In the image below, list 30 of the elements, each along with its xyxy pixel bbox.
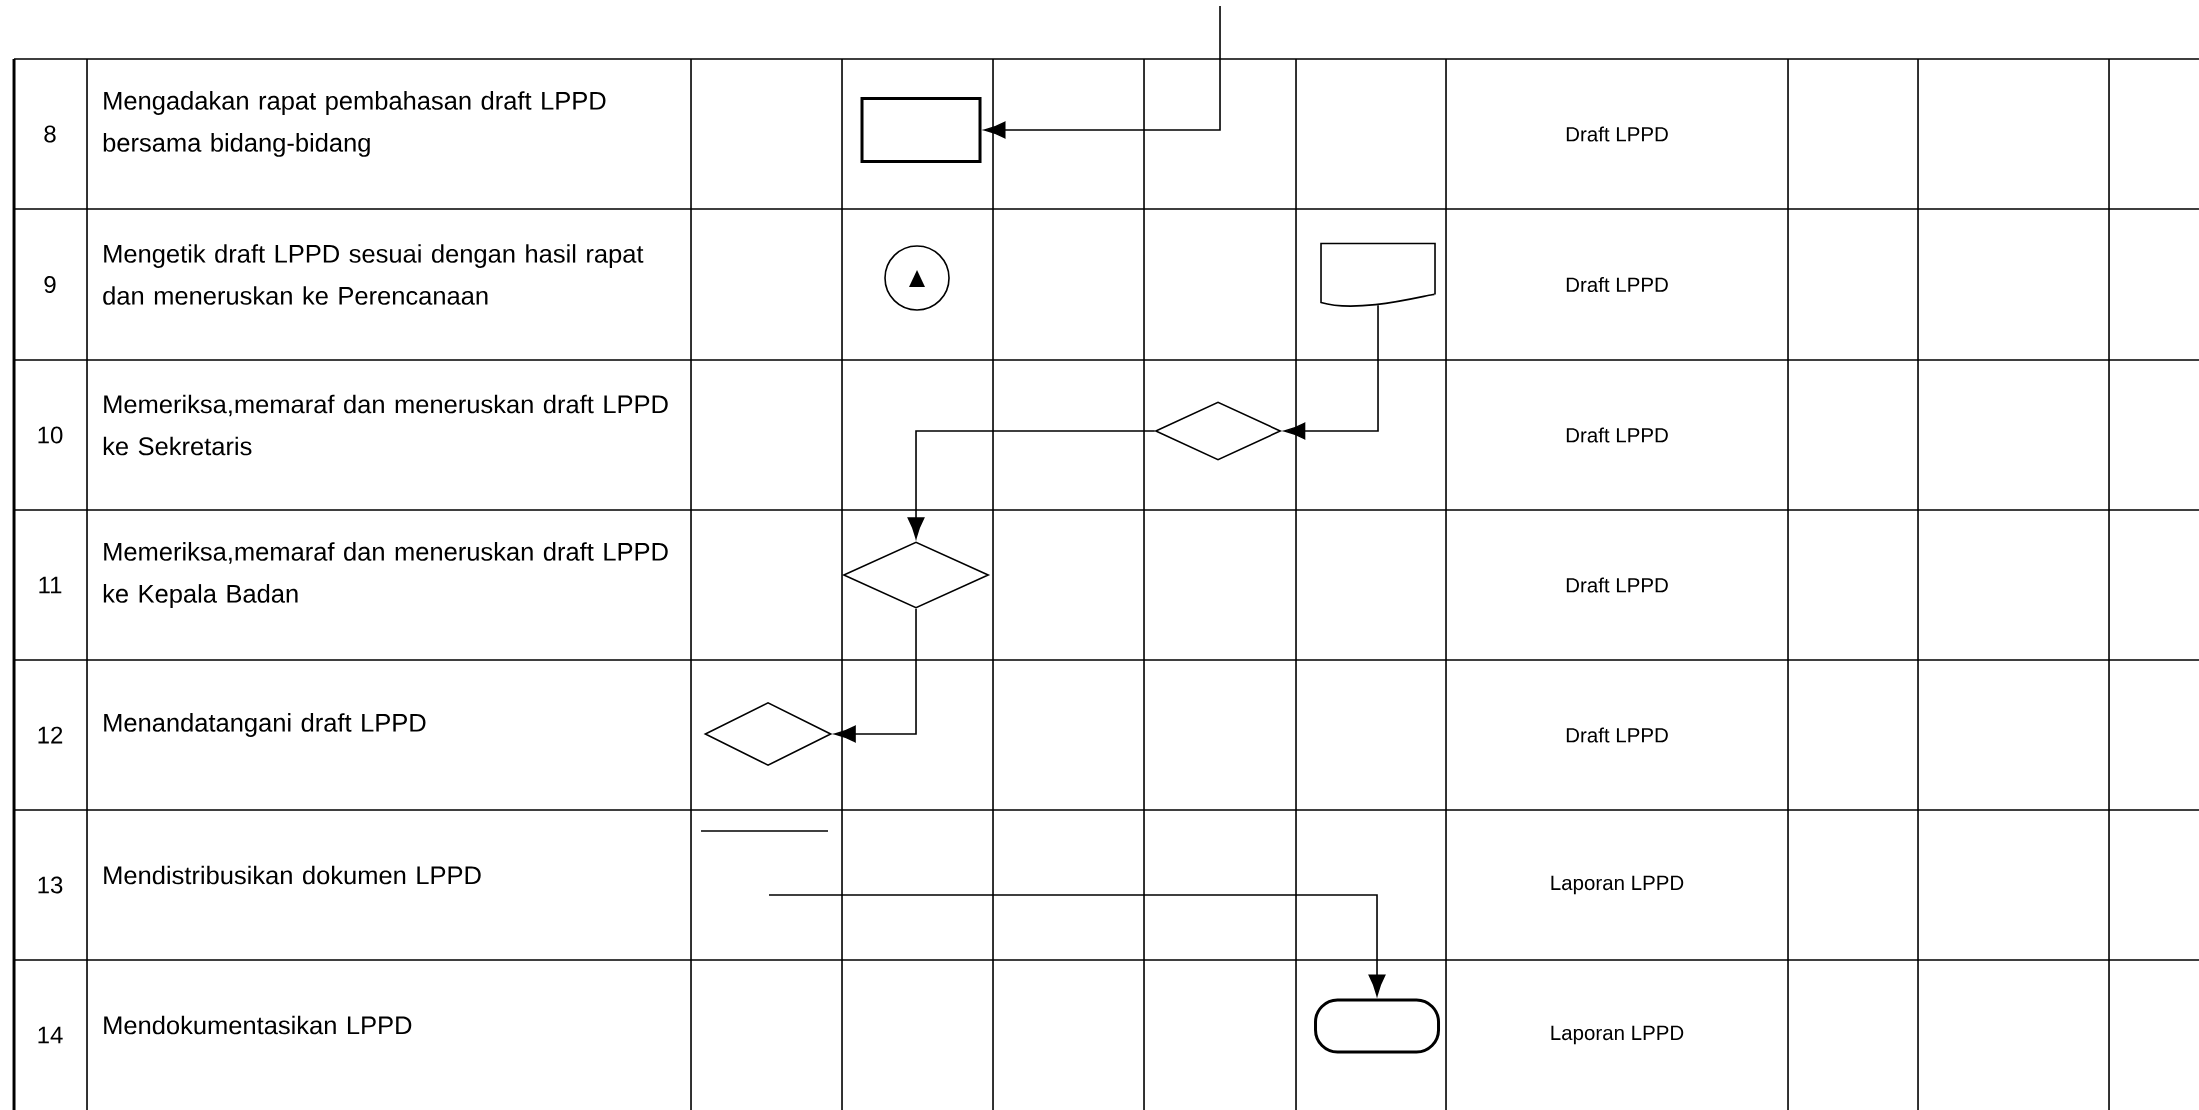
process-box — [860, 97, 982, 163]
step-description: Mengadakan rapat pembahasan draft LPPD bersama bidang-bidang — [103, 91, 606, 157]
step-description: Mengetik draft LPPD sesuai dengan hasil rapat dan meneruskan ke Perencanaan — [103, 244, 644, 305]
document-name: Draft LPPD — [1566, 577, 1668, 593]
document-name: Draft LPPD — [1566, 727, 1668, 743]
row-number: 9 — [44, 276, 56, 293]
arrow — [768, 894, 1386, 996]
document-name: Laporan LPPD — [1551, 1025, 1684, 1045]
step-description: Menandatangani draft LPPD — [104, 713, 426, 737]
step-description: Mendokumentasikan LPPD — [104, 1015, 412, 1035]
arrow — [907, 430, 1156, 539]
document-name: Draft LPPD — [1566, 427, 1668, 443]
terminator-shape — [1314, 998, 1440, 1054]
arrow — [984, 5, 1221, 139]
step-description: Memeriksa,memaraf dan meneruskan draft LPPD ke Kepala Badan — [103, 542, 668, 608]
step-description: Memeriksa,memaraf dan meneruskan draft LPPD ke Sekretaris — [103, 394, 668, 456]
row-number: 13 — [38, 876, 63, 894]
document-name: Draft LPPD — [1566, 277, 1668, 292]
document-name: Draft LPPD — [1566, 126, 1668, 142]
arrow — [834, 608, 917, 743]
row-number: 12 — [38, 726, 63, 744]
arrow — [1283, 304, 1379, 440]
row-number: 11 — [39, 576, 62, 594]
document-name: Laporan LPPD — [1551, 875, 1684, 895]
document-shape — [1320, 242, 1436, 307]
row-number: 10 — [38, 426, 63, 444]
row-number: 14 — [38, 1026, 63, 1044]
connector-circle — [884, 245, 950, 311]
row-number: 8 — [44, 125, 56, 143]
step-description: Mendistribusikan dokumen LPPD — [104, 865, 481, 885]
